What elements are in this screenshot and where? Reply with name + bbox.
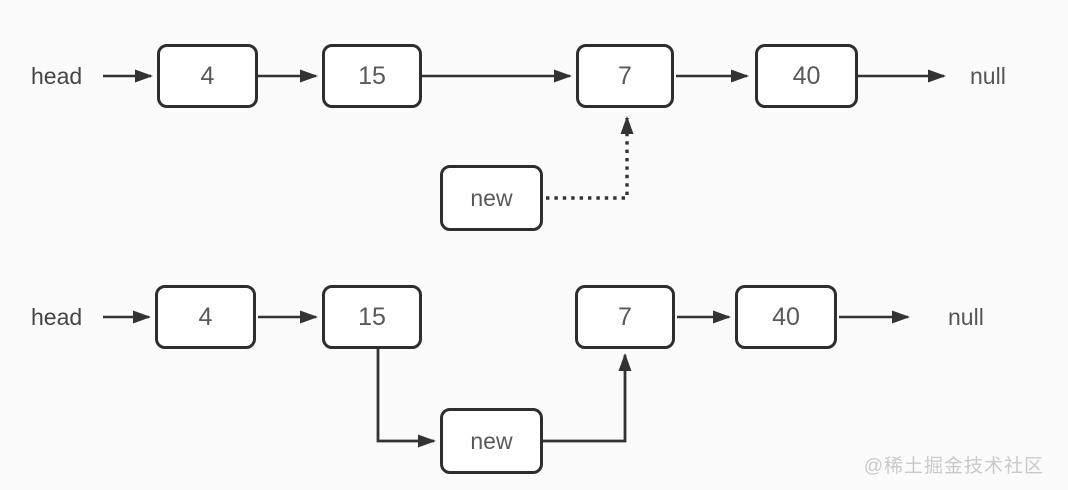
node-value: new [470,427,513,454]
node-value: 7 [618,61,632,90]
arrow-15-to-new [376,349,436,448]
node-box-4-bottom: 4 [155,285,256,349]
node-box-15-top: 15 [322,44,422,108]
node-box-4-top: 4 [157,44,258,108]
node-value: 15 [358,302,386,331]
head-label-top: head [31,63,83,89]
new-node-box-top: new [440,165,543,231]
node-box-40-top: 40 [755,44,858,108]
node-value: 4 [200,61,215,90]
node-value: 40 [772,302,800,331]
arrow-new-to-7 [543,353,632,443]
watermark: @稀土掘金技术社区 [863,456,1044,477]
head-label-bottom: head [31,304,83,330]
node-box-7-bottom: 7 [575,285,675,349]
null-label-bottom: null [948,304,984,330]
node-value: 40 [792,61,821,90]
node-box-40-bottom: 40 [735,285,837,349]
node-value: 7 [618,302,632,331]
node-value: new [470,184,513,211]
node-value: 15 [358,61,386,90]
node-box-7-top: 7 [576,44,674,108]
node-value: 4 [198,302,213,331]
null-label-top: null [970,63,1006,89]
new-node-box-bottom: new [440,408,543,474]
dotted-arrow-new-to-7 [546,116,634,200]
node-box-15-bottom: 15 [322,285,422,349]
